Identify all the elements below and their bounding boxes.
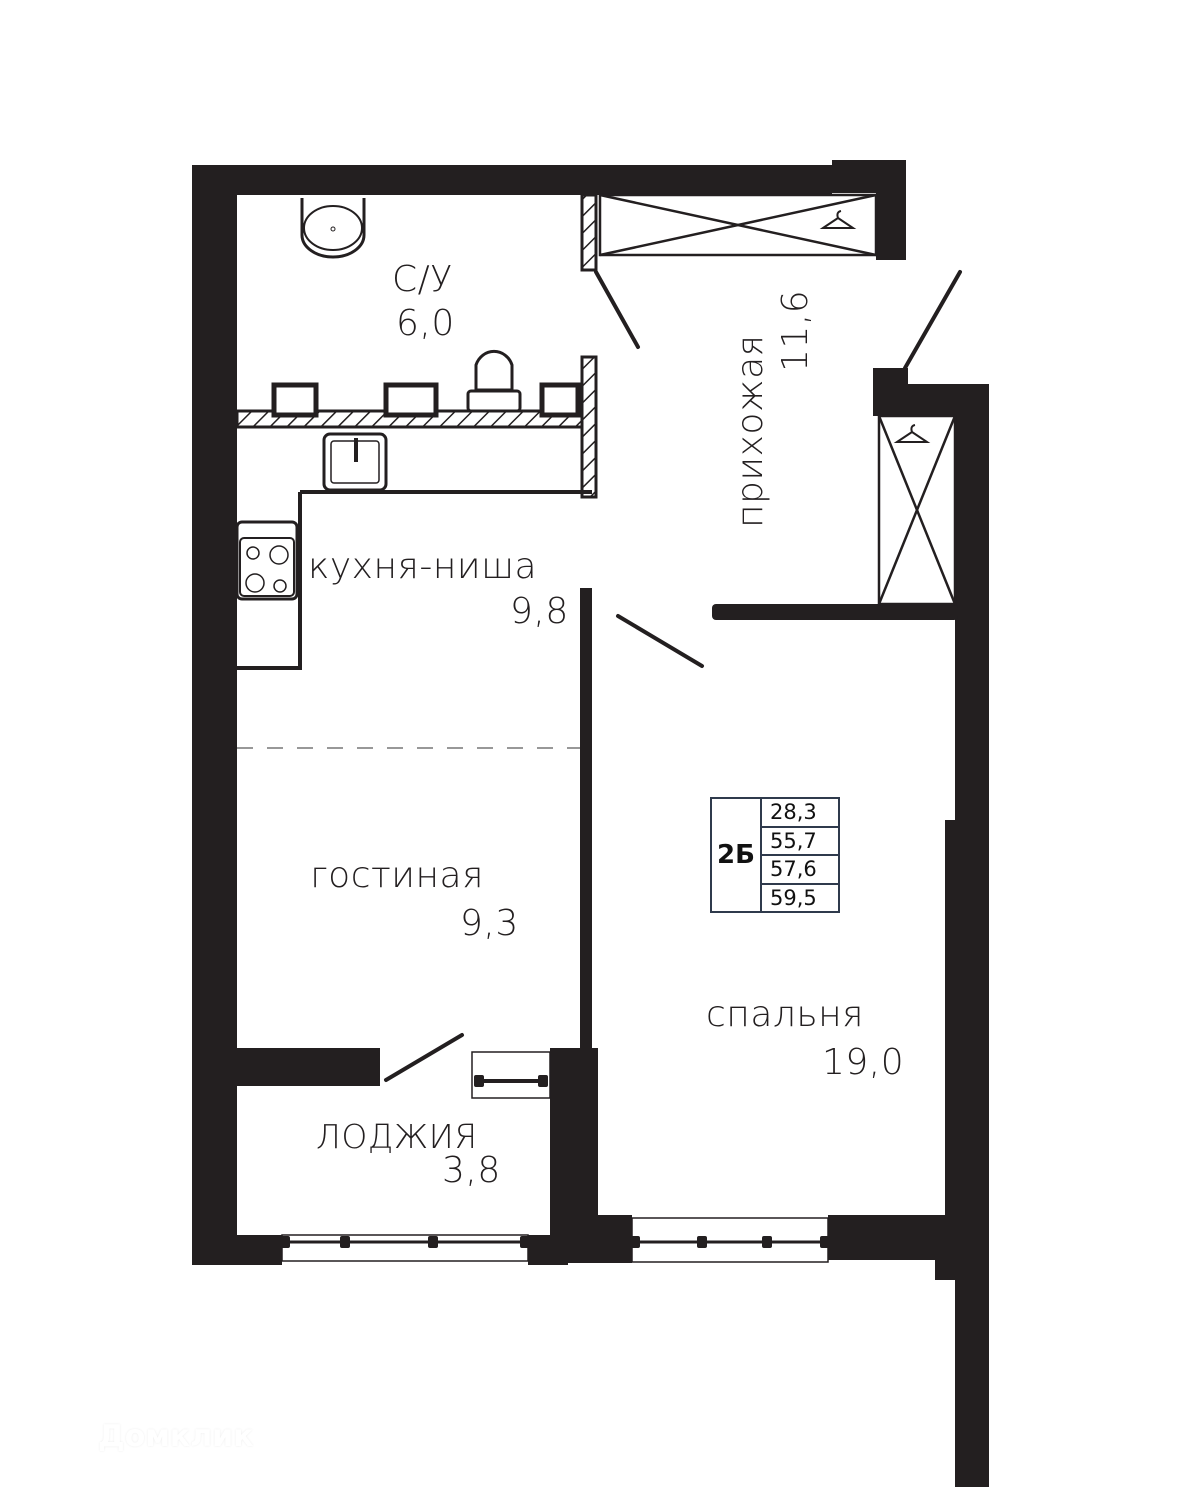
partition-hall-bedroom bbox=[712, 604, 958, 620]
room-name-hallway: прихожая bbox=[730, 334, 771, 529]
wall-loggia-br bbox=[528, 1235, 568, 1265]
apartment-area-badge: 2Б 28,3 55,7 57,6 59,5 bbox=[710, 797, 840, 913]
room-area-kitchen: 9,8 bbox=[510, 591, 569, 632]
partition-vertical bbox=[580, 588, 592, 1048]
room-area-bedroom: 19,0 bbox=[822, 1042, 905, 1083]
watermark: Домклик bbox=[48, 1414, 254, 1458]
toilet-icon bbox=[466, 349, 522, 413]
room-name-living: гостиная bbox=[310, 855, 484, 896]
room-area-hallway: 11,6 bbox=[775, 289, 816, 372]
wall-loggia-bl bbox=[192, 1235, 282, 1265]
wardrobe-right bbox=[877, 414, 957, 606]
window-bedroom bbox=[631, 1217, 829, 1263]
room-area-living: 9,3 bbox=[460, 903, 519, 944]
sink-icon bbox=[300, 198, 366, 259]
door-bedroom bbox=[616, 614, 704, 668]
kitchen-sink-icon bbox=[322, 432, 388, 492]
area-total-with-loggia: 57,6 bbox=[762, 856, 838, 885]
window-loggia-side bbox=[471, 1051, 551, 1099]
room-area-bathroom: 6,0 bbox=[396, 303, 455, 344]
area-total-with-loggia-full: 59,5 bbox=[770, 885, 817, 910]
door-entrance bbox=[903, 270, 962, 370]
domclick-logo-icon bbox=[49, 1415, 89, 1458]
wall-right-lower bbox=[945, 820, 989, 1220]
window-loggia bbox=[281, 1234, 529, 1262]
wall-left bbox=[192, 165, 237, 1265]
room-name-loggia: ЛОДЖИЯ bbox=[316, 1117, 478, 1156]
wall-bed-bottom-l bbox=[598, 1235, 628, 1263]
room-name-kitchen: кухня-ниша bbox=[308, 546, 538, 587]
area-living: 28,3 bbox=[762, 799, 838, 828]
wall-loggia-top bbox=[237, 1048, 380, 1086]
wall-mid-column bbox=[550, 1048, 598, 1263]
stove-icon bbox=[235, 520, 299, 601]
wall-corner-br bbox=[935, 1215, 989, 1280]
wall-top-right-post bbox=[876, 160, 906, 260]
door-bathroom bbox=[594, 270, 640, 349]
watermark-text: Домклик bbox=[98, 1418, 254, 1454]
door-loggia bbox=[384, 1033, 464, 1082]
wardrobe-top bbox=[598, 193, 878, 257]
wardrobe-hanger-icon bbox=[893, 424, 931, 443]
wardrobe-hanger-icon bbox=[819, 210, 857, 229]
area-total: 55,7 bbox=[762, 828, 838, 856]
room-name-bedroom: спальня bbox=[706, 994, 864, 1035]
apartment-type: 2Б bbox=[712, 799, 762, 911]
wall-top bbox=[192, 165, 832, 195]
room-area-loggia: 3,8 bbox=[442, 1150, 501, 1191]
room-name-bathroom: С/У bbox=[392, 259, 453, 300]
